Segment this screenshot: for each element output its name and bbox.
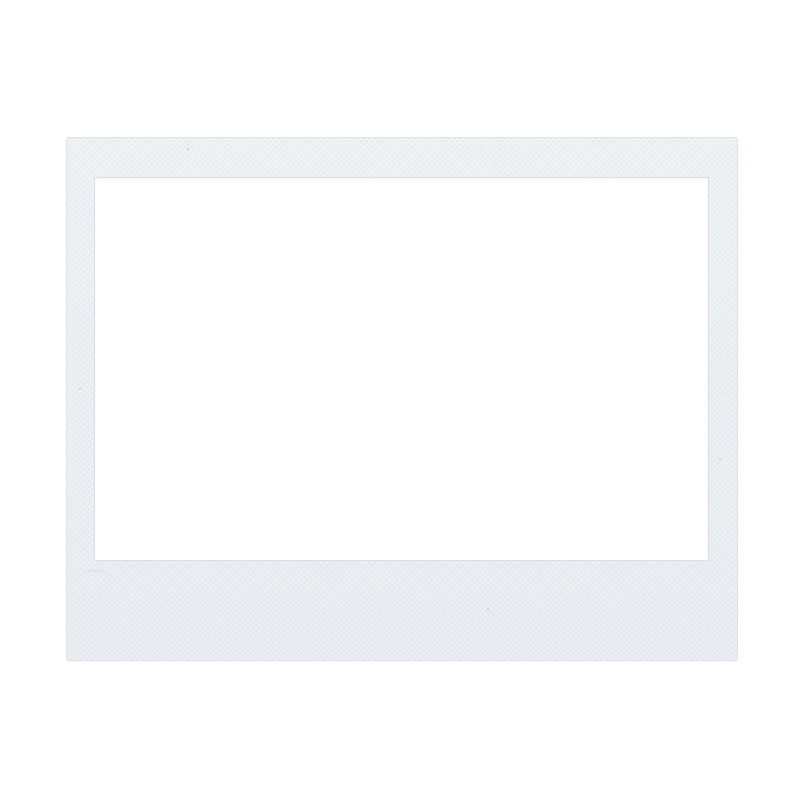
frame-speck — [487, 608, 489, 610]
frame-speck — [719, 458, 721, 460]
instant-photo-frame — [67, 138, 737, 660]
photo-window-blank — [94, 177, 709, 561]
frame-speck — [79, 388, 81, 390]
frame-speck — [187, 148, 189, 150]
frame-crease — [75, 570, 115, 595]
